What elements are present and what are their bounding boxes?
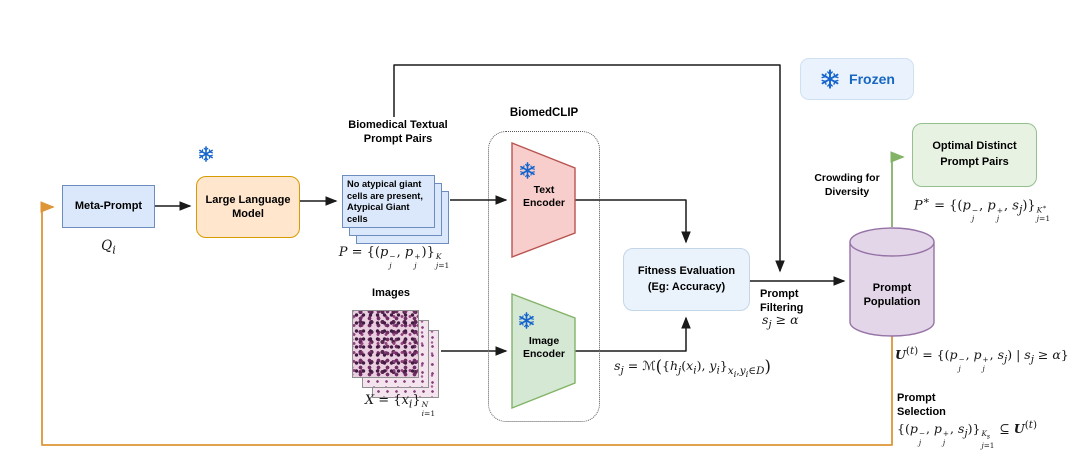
prompt-card-front: No atypical giant cells are present, Aty…: [342, 175, 435, 228]
image-encoder-label: Image Encoder: [522, 335, 565, 361]
crowding-label: Crowding for Diversity: [814, 172, 880, 198]
image-encoder-to-fitness-arrow: [575, 316, 691, 352]
prompts-to-filtering-arrow: [393, 64, 785, 273]
population-to-optimal-arrow: [890, 151, 905, 227]
feedback-loop-arrow: [40, 201, 893, 446]
text-encoder-snowflake-icon: [520, 162, 535, 179]
meta-prompt-formula: Qi: [101, 238, 116, 257]
meta-prompt-box: Meta-Prompt: [62, 185, 155, 228]
prompt-filtering-label: Prompt Filtering: [760, 288, 804, 315]
population-set-formula: U(t) = {(p−j, p+j, sj) | sj ≥ α}: [895, 345, 1069, 373]
prompt-population-label: Prompt Population: [863, 282, 921, 309]
text-encoder-to-fitness-arrow: [575, 199, 691, 244]
optimal-pairs-formula: P∗ = {(p−j, p+j, sj)}K∗j=1: [913, 194, 1051, 224]
prompt-pairs-title: Biomedical Textual Prompt Pairs: [348, 119, 448, 146]
optimal-pairs-box: Optimal Distinct Prompt Pairs: [912, 123, 1037, 187]
fitness-score-formula: sj = ℳ({hj(xi), yi}xi,yi∈D): [614, 357, 771, 380]
text-encoder-label: Text Encoder: [522, 184, 565, 210]
prompt-population-cylinder-top: [849, 227, 935, 257]
biomedclip-label: BiomedCLIP: [509, 107, 579, 119]
image-encoder-shape: [511, 292, 576, 410]
frozen-label: Frozen: [849, 71, 895, 87]
prompt-filtering-formula: sj ≥ α: [762, 312, 799, 331]
llm-box: Large Language Model: [196, 176, 300, 238]
llm-snowflake-icon: [198, 146, 214, 162]
snowflake-icon: [821, 69, 839, 89]
image-encoder-snowflake-icon: [519, 312, 534, 329]
frozen-legend: Frozen: [800, 58, 914, 100]
biomedclip-container: [488, 131, 600, 422]
images-title: Images: [372, 287, 410, 299]
fitness-evaluation-box: Fitness Evaluation (Eg: Accuracy): [623, 248, 750, 311]
histology-image-front: [352, 310, 419, 378]
prompt-selection-label: Prompt Selection: [897, 392, 946, 419]
prompt-population-cylinder: [849, 242, 935, 337]
